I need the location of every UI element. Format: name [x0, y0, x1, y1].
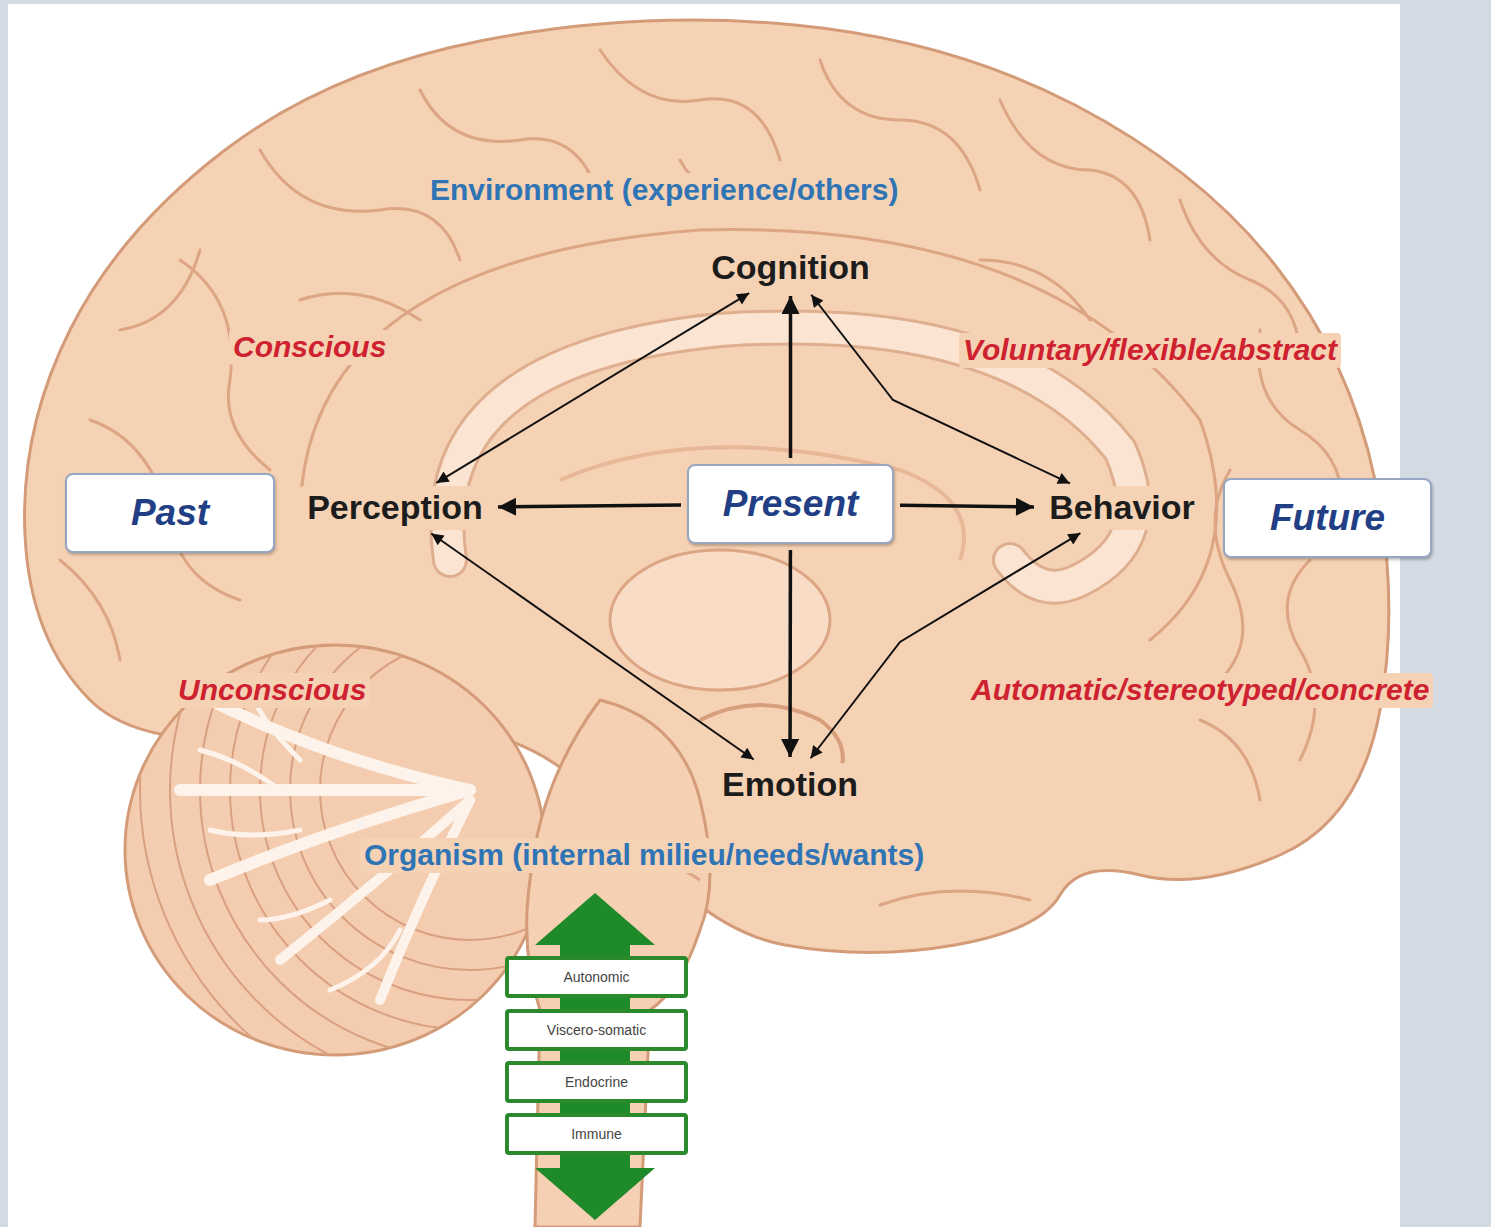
- sulcus-line: [980, 260, 1090, 320]
- node-text: Endocrine: [565, 1074, 628, 1090]
- arbor-branch: [210, 830, 300, 835]
- mode-label: Voluntary/flexible/abstract: [959, 333, 1341, 368]
- node-text: Immune: [571, 1126, 622, 1142]
- connector-arrow: [900, 505, 1034, 507]
- folium-line: [140, 460, 800, 1120]
- node-text: Behavior: [1049, 488, 1195, 527]
- sulcus-line: [180, 260, 270, 470]
- concept-label: Emotion: [713, 763, 867, 807]
- mode-label: Conscious: [229, 330, 390, 365]
- green-double-arrow: [535, 893, 655, 1220]
- panel-ground: [8, 4, 1400, 1227]
- sulcus-line: [820, 60, 980, 190]
- connector-arrow: [789, 296, 793, 458]
- context-label: Organism (internal milieu/needs/wants): [360, 838, 928, 873]
- connector-arrow: [431, 533, 753, 759]
- connector-arrow: [788, 550, 792, 757]
- time-box: Past: [65, 473, 275, 553]
- arbor-branch: [280, 800, 470, 960]
- connector-arrow: [811, 295, 1070, 484]
- mode-label: Unconscious: [174, 673, 370, 708]
- connector-arrow: [498, 505, 681, 507]
- node-text: Viscero-somatic: [547, 1022, 646, 1038]
- sulcus-line: [880, 891, 1030, 905]
- arbor-branch: [180, 784, 470, 796]
- sulcus-line: [1000, 100, 1150, 240]
- node-text: Perception: [307, 488, 483, 527]
- node-text: Cognition: [711, 248, 870, 287]
- cerebellum-folia: [140, 460, 800, 1120]
- context-label: Environment (experience/others): [426, 173, 902, 208]
- node-text: Emotion: [722, 765, 858, 804]
- arbor-branch: [380, 800, 470, 1000]
- sulcus-line: [60, 560, 120, 660]
- node-text: Past: [131, 492, 209, 535]
- concept-label: Behavior: [1040, 486, 1204, 530]
- sulcus-line: [1287, 560, 1315, 760]
- sulcus-line: [1200, 720, 1260, 800]
- sulcus-line: [600, 50, 780, 160]
- node-text: Future: [1270, 497, 1385, 540]
- system-box: Viscero-somatic: [505, 1009, 688, 1051]
- node-text: Present: [723, 483, 859, 526]
- concept-label: Cognition: [702, 246, 879, 290]
- time-box: Future: [1223, 478, 1432, 558]
- thalamus: [610, 550, 830, 690]
- node-text: Autonomic: [563, 969, 629, 985]
- system-box: Endocrine: [505, 1061, 688, 1103]
- connector-arrow: [811, 533, 1081, 758]
- arbor-branch: [330, 930, 400, 990]
- connector-arrow: [436, 293, 749, 483]
- sulcus-line: [120, 250, 200, 330]
- mode-label: Automatic/stereotyped/concrete: [967, 673, 1433, 708]
- arbor-branch: [210, 700, 470, 790]
- arbor-branch: [260, 900, 330, 920]
- concept-label: Perception: [298, 486, 492, 530]
- time-box: Present: [687, 464, 894, 544]
- arbor-branch: [200, 750, 280, 790]
- system-box: Autonomic: [505, 956, 688, 998]
- system-box: Immune: [505, 1113, 688, 1155]
